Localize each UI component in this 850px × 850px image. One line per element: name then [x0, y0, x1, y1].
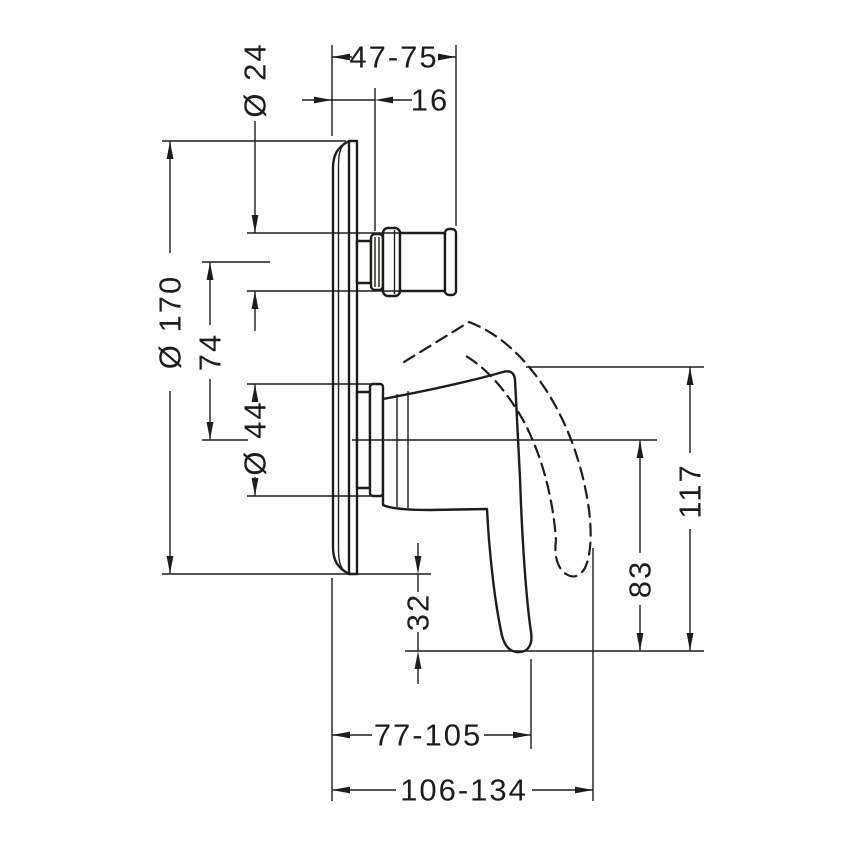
- arrowhead: [636, 633, 644, 651]
- dim-label-lever-height-axis: 83: [623, 560, 658, 598]
- dim-label-spout-diameter: Ø 24: [238, 42, 273, 117]
- spout-end-cap: [443, 227, 458, 297]
- dim-label-spout-projection: 47-75: [349, 40, 438, 75]
- dim-handle-drop: 32: [401, 543, 436, 684]
- arrowhead: [206, 422, 214, 440]
- arrowhead: [251, 478, 259, 496]
- plate-back: [347, 139, 359, 576]
- dim-label-handle-drop: 32: [401, 593, 436, 631]
- arrowhead: [166, 141, 174, 159]
- dim-plate-diameter: Ø 170: [153, 141, 188, 574]
- dim-lever-height-axis: 83: [623, 440, 658, 651]
- dim-label-wall-offset: 16: [411, 83, 449, 118]
- arrowhead: [166, 556, 174, 574]
- arrowhead: [251, 384, 259, 402]
- arrowhead: [206, 262, 214, 280]
- arrowhead: [251, 215, 259, 233]
- handle-lever: [355, 370, 533, 654]
- lever-alt-outline: [402, 320, 592, 578]
- arrowhead: [686, 633, 694, 651]
- arrowhead: [332, 786, 350, 794]
- arrowhead: [414, 556, 422, 574]
- dim-label-plate-diameter: Ø 170: [153, 275, 188, 369]
- arrowhead: [314, 96, 332, 104]
- dim-axis-distance: 74: [193, 262, 228, 440]
- arrowhead: [686, 367, 694, 385]
- arrowhead: [438, 53, 456, 61]
- dim-wall-offset: 16: [302, 83, 449, 118]
- spout-knurl-ring: [369, 232, 385, 292]
- dim-spout-diameter: Ø 24: [238, 42, 273, 331]
- escutcheon-plate: [331, 139, 359, 576]
- arrowhead: [636, 440, 644, 458]
- dim-lever-height-total: 117: [673, 367, 708, 651]
- spout-ring: [381, 226, 402, 298]
- dim-label-reach-down: 77-105: [374, 718, 483, 753]
- arrowhead: [332, 731, 350, 739]
- fixture-drawing: [331, 139, 592, 654]
- dim-sleeve-diameter: Ø 44: [238, 384, 273, 496]
- arrowhead: [575, 786, 593, 794]
- plate-inner-line: [337, 142, 346, 573]
- spout-pipe: [398, 231, 447, 293]
- arrowhead: [513, 731, 531, 739]
- dim-label-reach-up: 106-134: [400, 773, 528, 808]
- arrowhead: [375, 96, 393, 104]
- dim-label-axis-distance: 74: [193, 333, 228, 371]
- arrowhead: [251, 291, 259, 309]
- arrowhead: [332, 53, 350, 61]
- dim-spout-projection: 47-75: [332, 40, 456, 75]
- handle-lever-alt-position: [402, 320, 592, 578]
- plate-front-profile: [331, 139, 351, 576]
- dim-label-sleeve-diameter: Ø 44: [238, 400, 273, 475]
- spout-collar: [355, 239, 373, 285]
- handle-body-and-lever: [381, 370, 533, 654]
- dim-label-lever-height-total: 117: [673, 463, 708, 518]
- dim-reach-down: 77-105: [332, 718, 531, 753]
- dim-reach-up: 106-134: [332, 773, 593, 808]
- arrowhead: [414, 651, 422, 669]
- dimension-annotations: 47-75 16 Ø 24 Ø 170: [153, 40, 708, 808]
- spout-connection: [355, 226, 458, 298]
